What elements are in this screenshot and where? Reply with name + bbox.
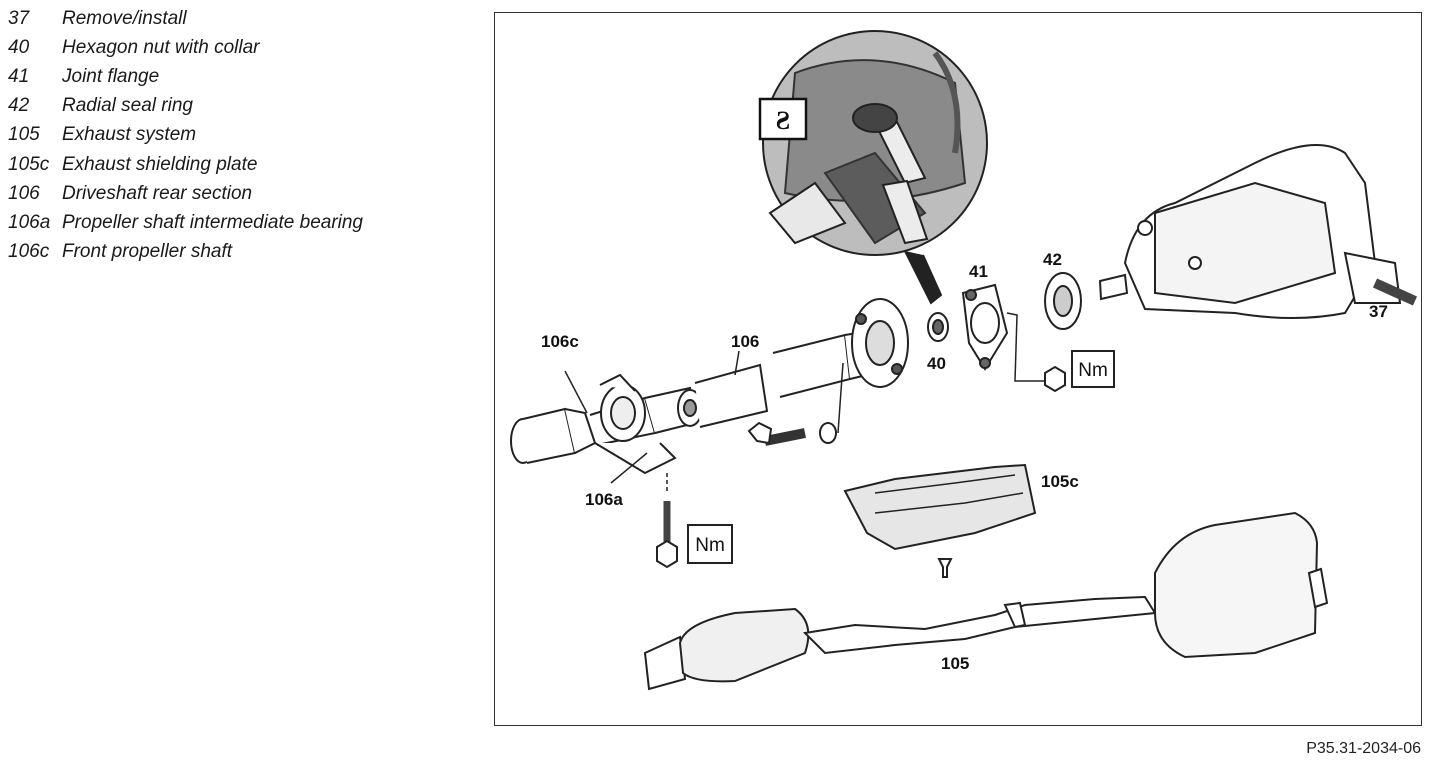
bearing-screw	[656, 473, 678, 569]
exploded-view-diagram: Ƨ	[510, 30, 1418, 691]
figure-reference-number: P35.31-2034-06	[1306, 740, 1421, 757]
callout-105: 105	[941, 654, 969, 673]
callout-106: 106	[731, 332, 759, 351]
special-tool-icon: Ƨ	[758, 97, 808, 141]
callout-40: 40	[927, 354, 946, 373]
bolt-and-washer	[747, 362, 844, 446]
exhaust-system	[643, 511, 1329, 691]
diagram-frame: Ƨ	[494, 12, 1422, 726]
front-propeller-shaft	[510, 373, 703, 475]
leader-lines	[564, 350, 740, 484]
torque-label-right: Nm	[1078, 360, 1108, 381]
callout-105c: 105c	[1041, 472, 1079, 491]
callout-42: 42	[1043, 250, 1062, 269]
radial-seal-ring	[1044, 272, 1082, 330]
hexagon-nut-with-collar	[927, 312, 949, 342]
callout-106a: 106a	[585, 490, 623, 509]
torque-symbol-bottom	[687, 524, 733, 564]
torque-symbol-right	[1071, 350, 1115, 388]
callout-106c: 106c	[541, 332, 579, 351]
driveshaft-rear-section	[694, 298, 909, 428]
rear-axle-differential	[1098, 144, 1418, 319]
joint-flange	[961, 283, 1066, 393]
callout-41: 41	[969, 262, 988, 281]
exhaust-shielding-plate	[843, 463, 1037, 578]
callout-37: 37	[1369, 302, 1388, 321]
torque-label-bottom: Nm	[695, 535, 725, 556]
svg-text:Ƨ: Ƨ	[776, 106, 790, 135]
magnifier-pointer	[904, 250, 943, 305]
detail-magnifier	[762, 30, 988, 256]
